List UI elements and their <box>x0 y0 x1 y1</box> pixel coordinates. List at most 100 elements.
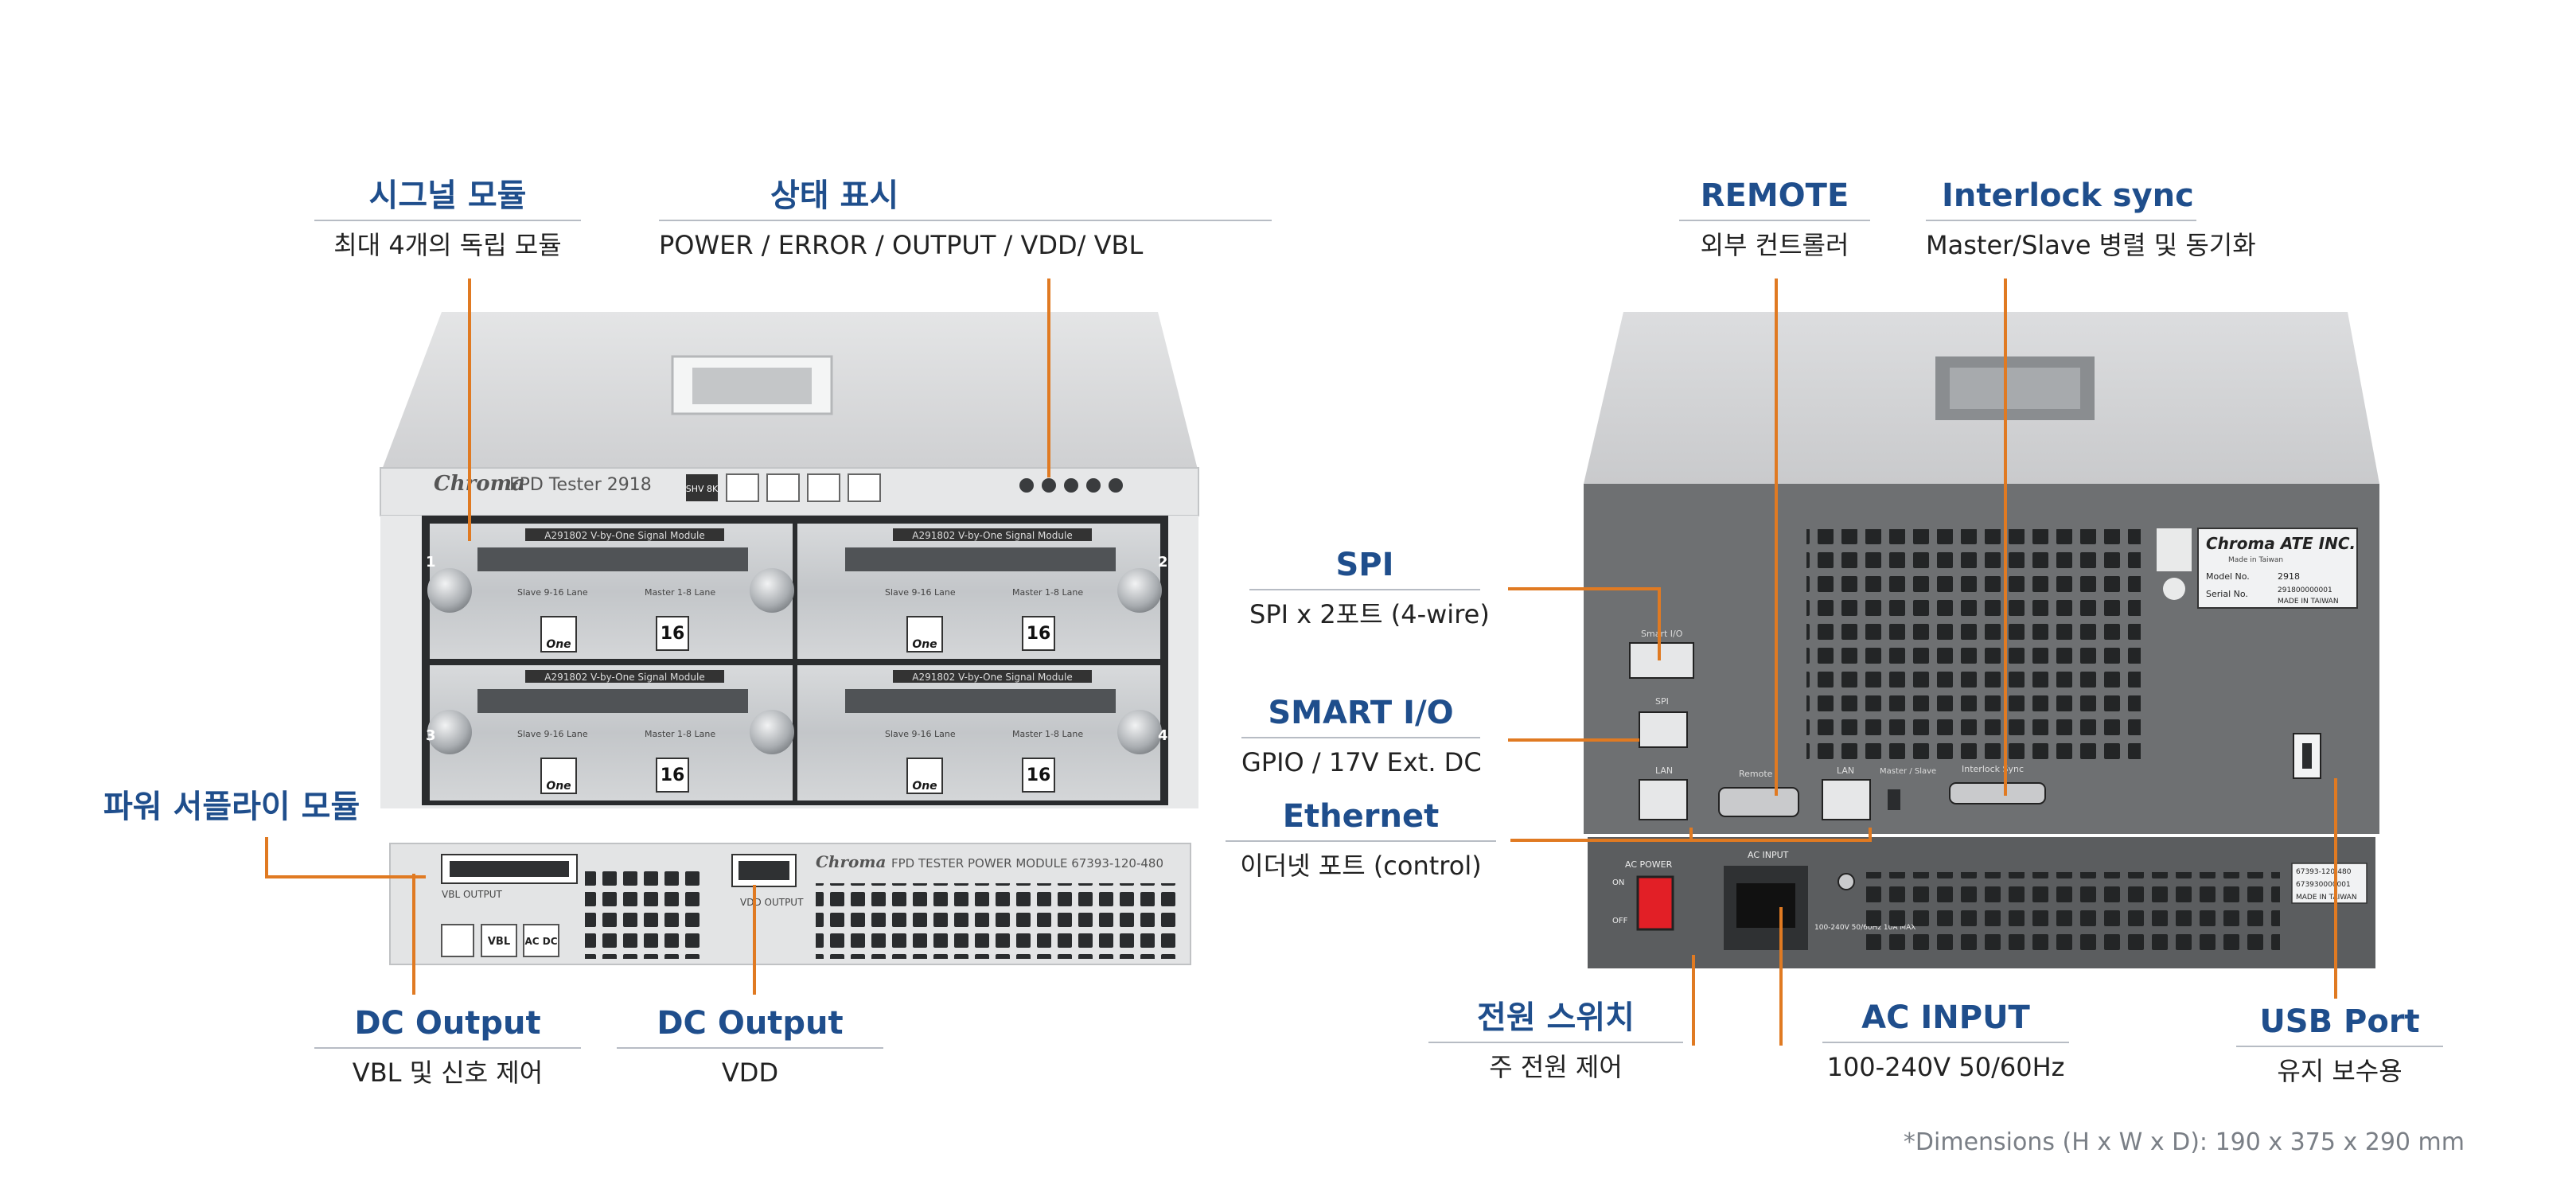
callout-desc: 100-240V 50/60Hz <box>1826 1052 2065 1082</box>
signal-module-3: A291802 V-by-One Signal Module Slave 9-1… <box>426 665 794 801</box>
callout-dc-vbl: DC Output VBL 및 신호 제어 <box>314 1004 581 1089</box>
vbyone-logo <box>540 758 577 794</box>
lan-port-1[interactable] <box>1639 779 1688 820</box>
back-brand: Chroma ATE INC. <box>2206 534 2356 553</box>
svg-text:AC INPUT: AC INPUT <box>1748 850 1789 860</box>
power-switch[interactable] <box>1636 875 1674 931</box>
callout-desc: 외부 컨트롤러 <box>1700 230 1849 260</box>
interlock-sync-port[interactable] <box>1949 782 2046 804</box>
svg-text:VBL: VBL <box>488 936 510 948</box>
svg-text:MADE IN TAIWAN: MADE IN TAIWAN <box>2296 894 2357 902</box>
callout-desc: VDD <box>721 1058 779 1088</box>
thumb-screw <box>750 710 794 754</box>
badge-remote <box>766 473 800 502</box>
acdc-badge <box>523 924 559 957</box>
svg-text:16: 16 <box>661 624 685 644</box>
callout-rule <box>1926 220 2196 221</box>
callout-title: REMOTE <box>1700 177 1849 214</box>
svg-text:Slave 9-16 Lane: Slave 9-16 Lane <box>517 729 588 739</box>
svg-text:LAN: LAN <box>1655 765 1673 776</box>
lan-port-2[interactable] <box>1822 779 1871 820</box>
ground-icon <box>1837 873 1855 890</box>
thumb-screw <box>750 568 794 613</box>
callout-spi: SPI SPI x 2포트 (4-wire) <box>1249 546 1490 630</box>
svg-text:Master 1-8 Lane: Master 1-8 Lane <box>645 587 715 598</box>
leader-lines <box>265 279 2337 1046</box>
svg-text:Slave 9-16 Lane: Slave 9-16 Lane <box>885 729 956 739</box>
led-power <box>1019 478 1034 493</box>
lane-badge <box>656 616 689 651</box>
svg-text:Master 1-8 Lane: Master 1-8 Lane <box>1012 587 1083 598</box>
svg-text:SHV 8K: SHV 8K <box>686 484 719 494</box>
smartio-port[interactable] <box>1629 642 1694 679</box>
spi-port[interactable] <box>1639 711 1688 748</box>
leader-power-supply <box>265 837 426 878</box>
vbyone-logo <box>906 616 943 652</box>
signal-module-1: A291802 V-by-One Signal Module Slave 9-1… <box>426 524 794 659</box>
svg-text:16: 16 <box>1027 765 1051 785</box>
front-vent-right <box>816 883 1178 959</box>
svg-text:A291802 V-by-One Signal Module: A291802 V-by-One Signal Module <box>544 672 704 683</box>
callout-usb: USB Port 유지 보수용 <box>2236 1003 2443 1087</box>
front-badges: SHV 8K <box>686 473 881 502</box>
front-brand: Chroma <box>434 472 525 496</box>
led-vbl <box>1109 478 1123 493</box>
svg-text:VBL OUTPUT: VBL OUTPUT <box>442 889 503 900</box>
slot-number: 4 <box>1158 727 1168 744</box>
badge-hdmi <box>726 473 759 502</box>
remote-port[interactable] <box>1718 787 1799 817</box>
callout-signal-module: 시그널 모듈 최대 4개의 독립 모듈 <box>314 177 581 261</box>
warning-icon <box>441 924 474 957</box>
vbyone-logo <box>906 758 943 794</box>
callout-status: 상태 표시 POWER / ERROR / OUTPUT / VDD/ VBL <box>659 177 1272 261</box>
svg-text:Serial No.: Serial No. <box>2206 589 2248 599</box>
carry-handle-recess <box>692 368 812 404</box>
svg-text:SPI: SPI <box>1655 696 1669 707</box>
callout-rule <box>659 220 1272 221</box>
signal-module-4: A291802 V-by-One Signal Module Slave 9-1… <box>797 665 1168 801</box>
callout-title: Interlock sync <box>1942 177 2194 214</box>
callout-remote: REMOTE 외부 컨트롤러 <box>1679 177 1870 261</box>
back-device: Chroma ATE INC. Made in Taiwan Model No.… <box>1584 312 2379 968</box>
svg-text:OFF: OFF <box>1612 917 1628 925</box>
ac-input-socket[interactable] <box>1736 883 1795 928</box>
svg-text:LAN: LAN <box>1837 765 1854 776</box>
slot-number: 3 <box>426 727 436 744</box>
svg-text:One: One <box>912 638 937 651</box>
svg-text:Master / Slave: Master / Slave <box>1880 767 1936 776</box>
callout-title: USB Port <box>2259 1003 2420 1040</box>
svg-text:2918: 2918 <box>2278 571 2300 582</box>
thumb-screw <box>1117 568 1162 613</box>
svg-text:291800000001: 291800000001 <box>2278 586 2332 594</box>
svg-text:Interlock Sync: Interlock Sync <box>1962 764 2024 774</box>
thumb-screw <box>427 710 472 754</box>
callout-desc: Master/Slave 병렬 및 동기화 <box>1926 230 2256 260</box>
callout-rule <box>1249 589 1480 590</box>
weee-icon <box>2157 528 2192 571</box>
callout-title: 시그널 모듈 <box>368 177 527 214</box>
svg-text:Slave 9-16 Lane: Slave 9-16 Lane <box>517 587 588 598</box>
master-slave-switch[interactable] <box>1888 789 1900 810</box>
svg-text:ON: ON <box>1612 878 1624 887</box>
thumb-screw <box>1117 710 1162 754</box>
callout-desc: GPIO / 17V Ext. DC <box>1241 747 1482 777</box>
svg-text:A291802 V-by-One Signal Module: A291802 V-by-One Signal Module <box>912 530 1072 541</box>
front-model: FPD Tester 2918 <box>509 475 652 495</box>
callout-title: 전원 스위치 <box>1477 999 1635 1036</box>
callout-title: 상태 표시 <box>770 177 899 214</box>
callout-ethernet: Ethernet 이더넷 포트 (control) <box>1226 797 1496 882</box>
callout-rule <box>314 1047 581 1049</box>
callout-title: DC Output <box>354 1005 541 1042</box>
badge-lan <box>807 473 840 502</box>
dimensions-footnote: *Dimensions (H x W x D): 190 x 375 x 290… <box>1903 1128 2465 1156</box>
svg-text:MADE IN TAIWAN: MADE IN TAIWAN <box>2278 598 2339 606</box>
vbl-badge <box>481 924 517 957</box>
callout-smartio: SMART I/O GPIO / 17V Ext. DC <box>1241 694 1482 778</box>
thumb-screw <box>427 568 472 613</box>
led-error <box>1042 478 1056 493</box>
callout-desc: 유지 보수용 <box>2277 1056 2403 1086</box>
svg-text:Remote: Remote <box>1739 769 1773 779</box>
vbyone-logo <box>540 616 577 652</box>
status-led-group <box>1019 478 1123 493</box>
svg-text:A291802 V-by-One Signal Module: A291802 V-by-One Signal Module <box>912 672 1072 683</box>
